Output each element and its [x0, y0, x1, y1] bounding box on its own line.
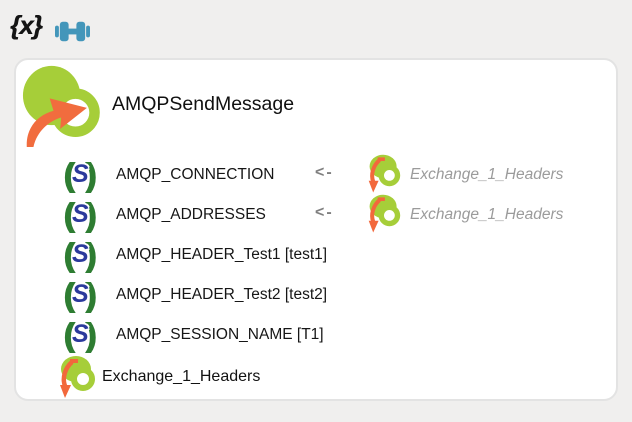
string-type-icon: ( S ) — [64, 158, 97, 192]
node-title: AMQPSendMessage — [112, 93, 295, 115]
string-type-icon: ( S ) — [64, 318, 97, 352]
string-icon-paren: ( — [64, 316, 75, 353]
send-message-icon — [22, 65, 100, 148]
string-type-icon: ( S ) — [64, 278, 97, 312]
parameter-label: AMQP_CONNECTION — [116, 166, 275, 183]
stored-reference-row[interactable]: Exchange_1_Headers — [16, 354, 616, 402]
amqp-send-message-node[interactable]: AMQPSendMessage ( S ) AMQP_CONNECTION <-… — [14, 58, 618, 401]
exchange-reference-icon — [368, 154, 401, 193]
string-icon-letter: S — [72, 240, 89, 268]
string-icon-letter: S — [72, 200, 89, 228]
mapping-arrow: <- — [315, 204, 334, 221]
mapped-reference-label: Exchange_1_Headers — [410, 206, 564, 223]
mapped-reference-label: Exchange_1_Headers — [410, 166, 564, 183]
string-icon-paren: ) — [85, 316, 97, 353]
variables-icon[interactable]: {x} — [10, 10, 43, 40]
string-type-icon: ( S ) — [64, 198, 97, 232]
mapping-arrow: <- — [315, 164, 334, 181]
string-icon-paren: ) — [85, 276, 97, 313]
binding-link-icon[interactable] — [55, 18, 90, 45]
parameter-row[interactable]: ( S ) AMQP_CONNECTION <- Exchange_1_Head… — [16, 154, 616, 196]
string-icon-paren: ( — [64, 236, 75, 273]
stored-reference-label: Exchange_1_Headers — [102, 368, 261, 385]
parameter-row[interactable]: ( S ) AMQP_HEADER_Test2 [test2] — [16, 276, 616, 316]
string-icon-paren: ( — [64, 276, 75, 313]
parameter-label: AMQP_ADDRESSES — [116, 206, 266, 223]
parameter-row[interactable]: ( S ) AMQP_SESSION_NAME [T1] — [16, 316, 616, 356]
parameter-row[interactable]: ( S ) AMQP_ADDRESSES <- Exchange_1_Heade… — [16, 194, 616, 236]
string-icon-paren: ) — [85, 156, 97, 193]
parameter-label: AMQP_SESSION_NAME [T1] — [116, 326, 324, 343]
string-icon-paren: ) — [85, 236, 97, 273]
string-icon-paren: ) — [85, 196, 97, 233]
string-icon-letter: S — [72, 320, 89, 348]
parameter-row[interactable]: ( S ) AMQP_HEADER_Test1 [test1] — [16, 236, 616, 276]
exchange-reference-icon — [60, 356, 95, 398]
string-icon-letter: S — [72, 280, 89, 308]
parameter-label: AMQP_HEADER_Test2 [test2] — [116, 286, 328, 303]
parameter-label: AMQP_HEADER_Test1 [test1] — [116, 246, 328, 263]
string-type-icon: ( S ) — [64, 238, 97, 272]
string-icon-paren: ( — [64, 196, 75, 233]
string-icon-paren: ( — [64, 156, 75, 193]
string-icon-letter: S — [72, 160, 89, 188]
exchange-reference-icon — [368, 194, 401, 233]
